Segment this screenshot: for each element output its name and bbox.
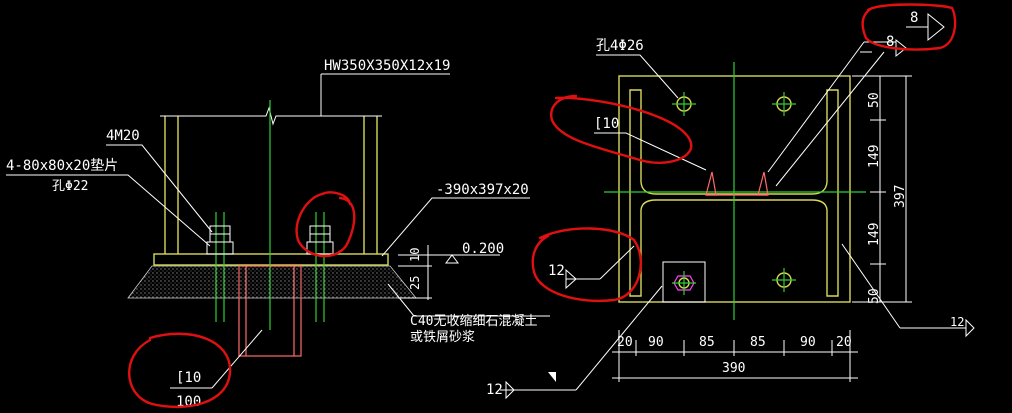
left-section-view: HW350X350X12x19 4M20 4-80x80x20垫片 孔Φ22 -…: [6, 58, 550, 410]
dim-20-left: 20: [617, 335, 633, 350]
weld-12-bottom: 12: [486, 382, 503, 398]
markup-circle-channel: [550, 94, 693, 164]
column-label: HW350X350X12x19: [324, 58, 450, 74]
red-markups: [128, 3, 957, 409]
dim-25: 25: [408, 276, 422, 290]
weld-12-left: 12: [548, 263, 565, 279]
dim-397: 397: [893, 185, 908, 208]
weld-12-right: 12: [950, 315, 964, 329]
horizontal-dimension-chain: [612, 330, 858, 382]
elevation-label: 0.200: [462, 241, 504, 257]
bolt-hole-top-left: [672, 92, 696, 116]
right-plan-view: 孔4Φ26 [10 8 8 12 12 12: [486, 10, 975, 400]
baseplate-label: -390x397x20: [436, 182, 529, 198]
dim-90-left: 90: [648, 335, 664, 350]
bolt-hole-bottom-left: [662, 261, 706, 303]
grout-bed: [127, 265, 417, 299]
dim-50-top: 50: [867, 92, 882, 108]
base-plate: [153, 253, 389, 266]
bolt-hole-bottom-right: [772, 268, 796, 292]
anchor-bolt-right: [306, 212, 334, 322]
column-break-line: [160, 106, 382, 126]
shear-key-label: [10: [176, 370, 201, 386]
channel-label: [10: [594, 116, 619, 132]
grout-label-2: 或铁屑砂浆: [410, 330, 475, 345]
dim-10: 10: [408, 248, 422, 262]
vertical-dimension-chain: [852, 75, 912, 303]
plan-h-section: [629, 89, 839, 297]
dim-85-left: 85: [699, 335, 715, 350]
bolts-label: 4M20: [106, 128, 140, 144]
markup-circle-weld-8: [861, 3, 957, 51]
markup-circle-left-bolt: [295, 191, 356, 258]
dim-90-right: 90: [800, 335, 816, 350]
markup-circle-weld-12: [531, 227, 642, 302]
washer-hole-label: 孔Φ22: [52, 179, 88, 194]
dim-85-right: 85: [750, 335, 766, 350]
dim-50-bottom: 50: [867, 288, 882, 304]
shear-key: [238, 265, 302, 357]
markup-circle-shear-key: [128, 332, 232, 409]
elevation-marker: [398, 245, 500, 300]
dim-149-top: 149: [867, 145, 882, 168]
dim-390: 390: [722, 361, 745, 376]
dim-20-right: 20: [836, 335, 852, 350]
bolt-hole-top-right: [772, 92, 796, 116]
weld-8-second: 8: [886, 34, 894, 50]
grout-label-1: C40无收缩细石混凝土: [410, 313, 537, 329]
dim-149-bottom: 149: [867, 223, 882, 246]
weld-8-top: 8: [910, 10, 918, 26]
anchor-bolt-left: [206, 212, 234, 322]
hole-label: 孔4Φ26: [596, 38, 644, 54]
washer-label: 4-80x80x20垫片: [6, 158, 118, 174]
